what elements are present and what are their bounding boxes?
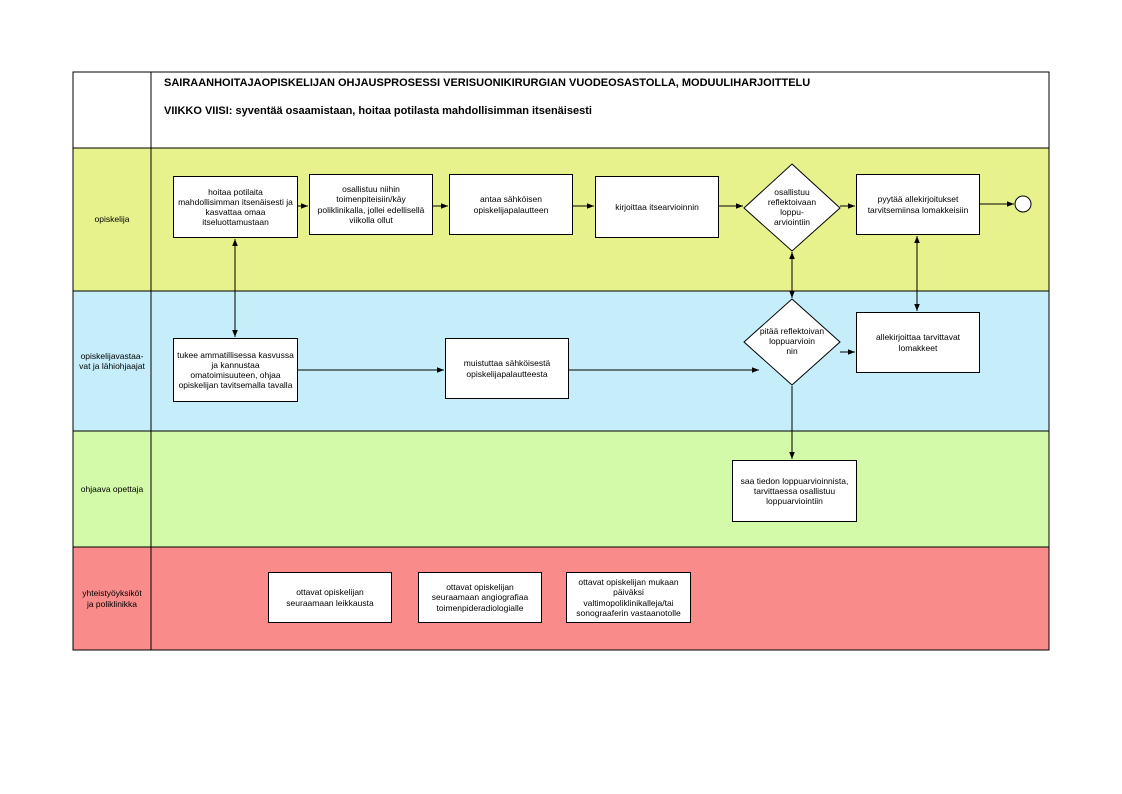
node-muistuttaa: muistuttaa sähköisestä opiskelijapalautt…: [445, 338, 569, 399]
decision-diamond-pitaa: [743, 298, 841, 386]
node-ottavat-angiografiaa: ottavat opiskelijan seuraamaan angiograf…: [418, 572, 542, 623]
decision-pitaa-label: pitää reflektoivan loppuarvioin nin: [759, 326, 825, 356]
diagram-frame: [72, 71, 1050, 651]
node-kirjoittaa-itsearvioinnin: kirjoittaa itsearvioinnin: [595, 176, 719, 238]
lane-background-opettaja: [73, 431, 1049, 547]
end-event-circle: [1014, 195, 1032, 213]
lane-background-yhteistyoyksikot: [73, 547, 1049, 650]
lane-label-yhteistyoyksikot: yhteistyöyksiköt ja poliklinikka: [73, 547, 151, 650]
node-pyytaa-allekirjoitukset: pyytää allekirjoitukset tarvitsemiinsa l…: [856, 174, 980, 235]
lane-label-yhteistyoyksikot-text: yhteistyöyksiköt ja poliklinikka: [82, 588, 142, 609]
decision-pitaa-text: pitää reflektoivan loppuarvioin nin: [756, 316, 828, 368]
node-osallistuu-toimenpiteisiin: osallistuu niihin toimenpiteisiin/käy po…: [309, 174, 433, 235]
node-ottavat-leikkausta: ottavat opiskelijan seuraamaan leikkaust…: [268, 572, 392, 623]
lane-label-lahiohjaajat: opiskelijavastaa- vat ja lähiohjaajat: [73, 291, 151, 431]
node-hoitaa-potilaita: hoitaa potilaita mahdollisimman itsenäis…: [173, 176, 298, 238]
decision-osallistuu-label: osallistuu reflektoivaan loppu- arvioint…: [767, 187, 817, 227]
lane-label-opettaja: ohjaava opettaja: [80, 483, 144, 494]
diagram-subtitle: VIIKKO VIISI: syventää osaamistaan, hoit…: [164, 105, 592, 117]
node-ottavat-paivaksi: ottavat opiskelijan mukaan päiväksi valt…: [566, 572, 691, 623]
node-tukee: tukee ammatillisessa kasvussa ja kannust…: [173, 338, 298, 402]
lane-label-opiskelija: opiskelija: [94, 214, 130, 225]
node-saa-tiedon: saa tiedon loppuarvioinnista, tarvittaes…: [732, 460, 857, 522]
lane-label-lahiohjaajat-text: opiskelijavastaa- vat ja lähiohjaajat: [79, 350, 145, 371]
decision-osallistuu-text: osallistuu reflektoivaan loppu- arvioint…: [756, 182, 828, 234]
node-antaa-palautteen: antaa sähköisen opiskelijapalautteen: [449, 174, 573, 235]
decision-diamond-osallistuu: [743, 163, 841, 252]
diagram-title: SAIRAANHOITAJAOPISKELIJAN OHJAUSPROSESSI…: [164, 77, 811, 89]
node-allekirjoittaa: allekirjoittaa tarvittavat lomakkeet: [856, 312, 980, 373]
